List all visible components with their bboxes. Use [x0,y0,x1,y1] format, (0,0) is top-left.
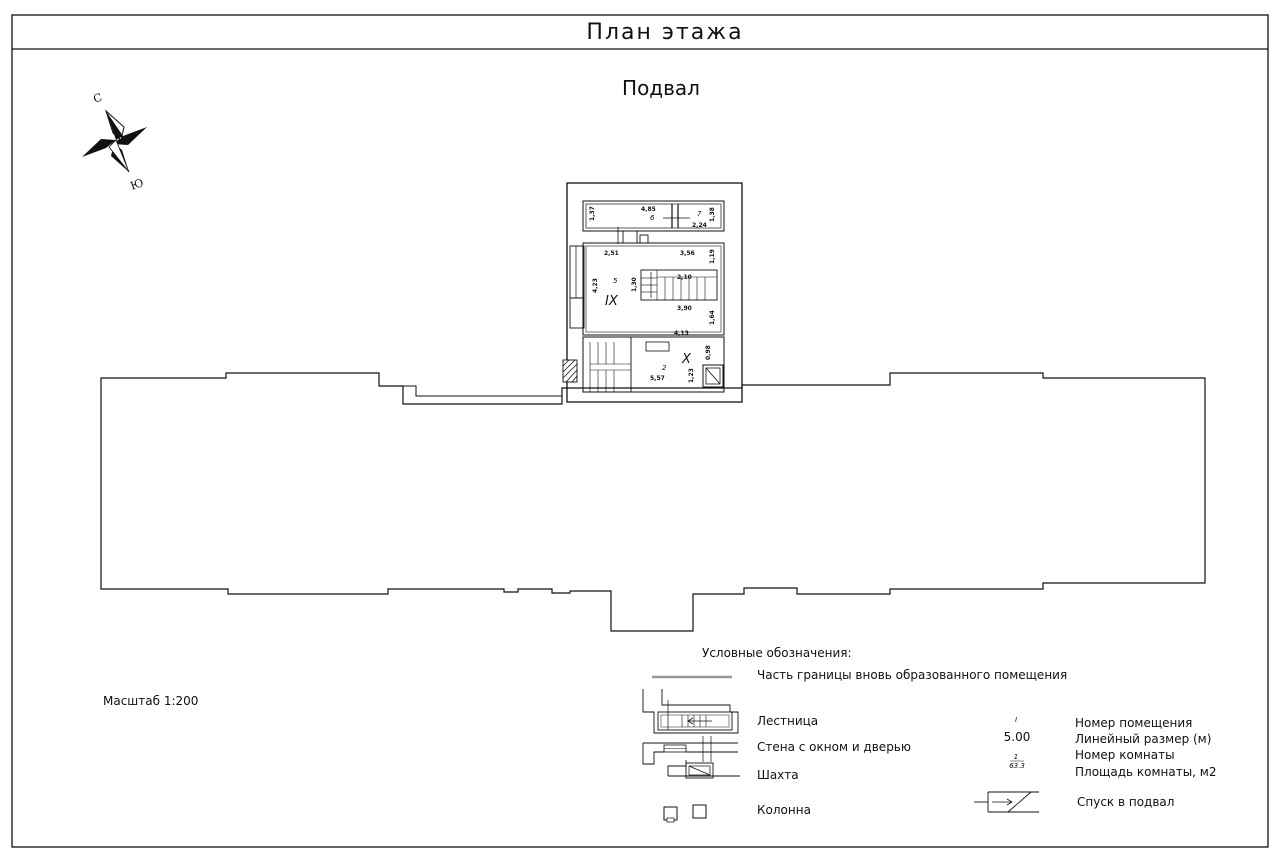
outline-inner-line [386,385,562,397]
room-number: 7 [697,210,702,218]
dim-label: 5,57 [650,375,665,382]
scale-label: Масштаб 1:200 [103,694,198,708]
dim-label: 3,56 [680,250,695,257]
dim-label: 3,90 [677,305,692,312]
roman-room-number: IX [605,294,619,309]
wall-symbol [642,736,738,765]
legend-room-number-label: Номер помещения [1075,716,1192,730]
sample-area: 63.3 [1009,762,1025,770]
sample-room-number: I [1015,716,1017,724]
room-number: 6 [650,214,655,222]
sample-dimension: 5.00 [1004,730,1031,744]
room-number: 2 [662,364,667,372]
room-number: 5 [613,277,618,285]
dim-label: 4,13 [674,330,689,337]
dim-label: 1,30 [631,277,638,292]
legend-descent-label: Спуск в подвал [1077,795,1174,809]
building-outline [100,372,1206,632]
legend-area-label: Площадь комнаты, м2 [1075,765,1217,779]
compass-south-label: Ю [129,176,146,193]
stairs-symbol [642,689,739,734]
legend-shaft-label: Шахта [757,768,799,782]
compass-north-label: С [92,91,104,106]
legend-title: Условные обозначения: [702,646,852,660]
dim-label: 2,51 [604,250,619,257]
legend-column-label: Колонна [757,803,811,817]
dim-label: 1,38 [709,207,716,222]
dim-label: 4,85 [641,206,656,213]
descent-symbol [974,791,1039,813]
sample-room-no: 1 [1014,753,1018,761]
compass-icon [82,109,147,173]
legend-boundary-label: Часть границы вновь образованного помеще… [757,668,1067,682]
dim-label: 1,37 [589,206,596,221]
legend-stairs-label: Лестница [757,714,818,728]
dim-label: 0,98 [705,345,712,360]
dim-label: 1,19 [709,249,716,264]
dim-label: 4,23 [592,278,599,293]
column-symbol [663,804,707,823]
shaft-symbol [667,760,740,779]
legend-room-no-label: Номер комнаты [1075,748,1175,762]
legend-wall-label: Стена с окном и дверью [757,740,911,754]
dim-label: 2,24 [692,222,707,229]
dim-label: 2,10 [677,274,692,281]
dim-label: 1,64 [709,310,716,325]
roman-room-number: X [681,352,692,367]
basement-block [562,182,743,403]
floor-name: Подвал [622,76,700,100]
dim-label: 1,23 [688,368,695,383]
legend: Условные обозначения: Часть границы внов… [642,646,1217,823]
plan-title: План этажа [586,20,743,45]
legend-dimension-label: Линейный размер (м) [1075,732,1211,746]
drawing-frame [11,14,1269,848]
